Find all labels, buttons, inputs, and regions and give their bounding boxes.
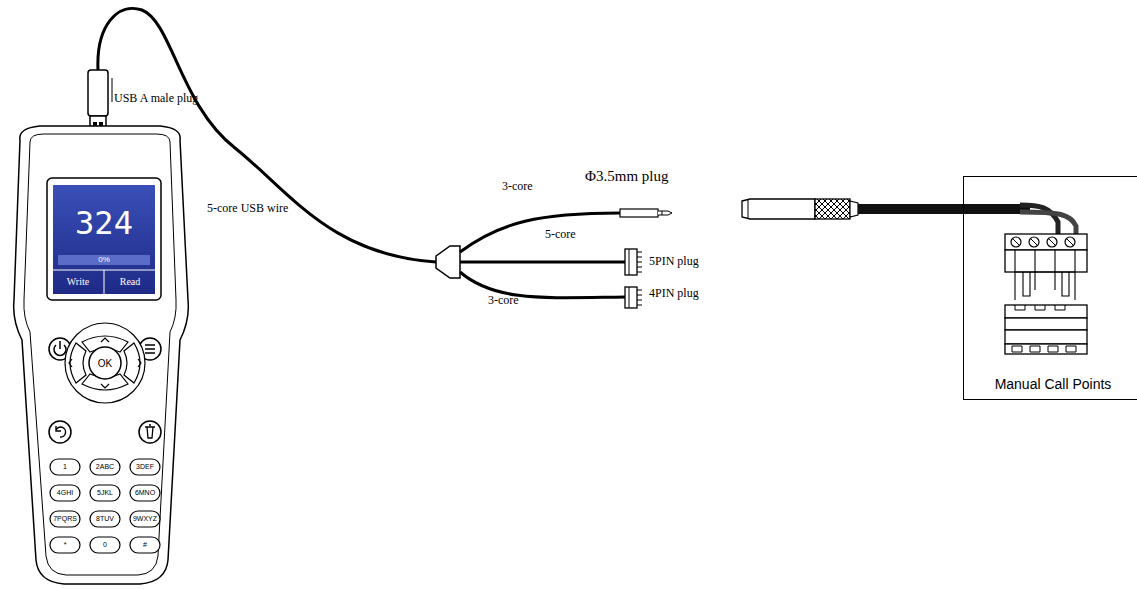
device-box: Manual Call Points	[963, 176, 1137, 400]
wire-label: 5-core	[545, 228, 576, 241]
key-label: 5JKL	[97, 489, 113, 497]
part-label: 4PIN plug	[649, 287, 699, 300]
button-label: OK	[98, 358, 112, 369]
key-label: 3DEF	[136, 463, 154, 471]
progress-text: 0%	[98, 256, 110, 264]
key-button	[130, 485, 160, 501]
wire-label: 3-core	[488, 294, 519, 307]
device-screen: 324 0% Write Read	[53, 185, 155, 294]
key-label: *	[64, 541, 67, 549]
screen-number: 324	[75, 207, 133, 239]
key-label: 0	[103, 541, 107, 549]
key-button	[90, 537, 120, 553]
key-button	[90, 485, 120, 501]
key-label: #	[143, 541, 147, 549]
part-label: 5PIN plug	[649, 255, 699, 268]
softkey-label: Read	[120, 277, 141, 287]
key-button	[90, 459, 120, 475]
key-label: 9WXYZ	[133, 515, 157, 523]
key-button	[50, 511, 80, 527]
key-label: 6MNO	[135, 489, 155, 497]
key-button	[50, 459, 80, 475]
key-label: 2ABC	[96, 463, 114, 471]
key-label: 1	[63, 463, 67, 471]
key-button	[130, 537, 160, 553]
wire-label: 3-core	[502, 180, 533, 193]
key-button	[130, 459, 160, 475]
key-button	[50, 537, 80, 553]
key-label: 4GHI	[57, 489, 73, 497]
softkey-label: Write	[67, 277, 89, 287]
key-button	[90, 511, 120, 527]
key-label: 8TUV	[96, 515, 114, 523]
key-label: 7PQRS	[53, 515, 77, 523]
key-button	[50, 485, 80, 501]
device-label: Manual Call Points	[964, 377, 1137, 391]
key-button	[130, 511, 160, 527]
part-label: 5-core USB wire	[207, 202, 288, 215]
part-label: USB A male plug	[114, 92, 198, 105]
part-label: Φ3.5mm plug	[585, 168, 668, 185]
